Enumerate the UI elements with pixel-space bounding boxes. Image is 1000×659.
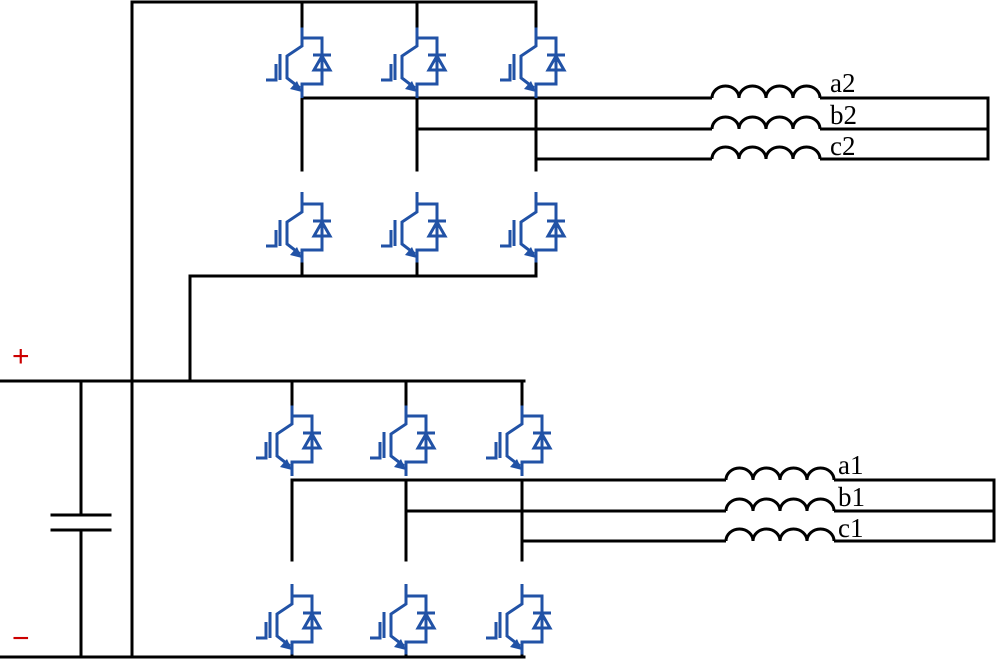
igbt-upper-inverter-high-b2	[381, 26, 448, 98]
minus-sign: −	[12, 622, 30, 655]
upper-windings	[710, 84, 822, 161]
igbt-upper-inverter-high-c2	[500, 26, 567, 98]
igbt-lower-inverter-high-a1	[256, 404, 323, 476]
label-b2: b2	[830, 100, 857, 130]
label-b1: b1	[838, 482, 865, 512]
lower-inverter-legs	[290, 478, 996, 562]
igbt-lower-inverter-low-c1	[486, 584, 553, 656]
plus-sign: +	[12, 340, 30, 373]
upper-negative-bus	[188, 274, 538, 383]
igbt-upper-inverter-low-a2	[266, 192, 333, 264]
igbt-lower-inverter-low-b1	[370, 584, 437, 656]
inductor-b1	[724, 497, 836, 513]
igbt-lower-inverter-high-b1	[370, 404, 437, 476]
dc-link-capacitor	[50, 379, 112, 659]
inductor-c2	[710, 145, 822, 161]
switch-array	[256, 0, 567, 659]
dc-bus: + −	[0, 0, 538, 659]
upper-inverter-legs	[300, 96, 990, 172]
phase-labels: a2 b2 c2 a1 b1 c1	[830, 68, 865, 543]
igbt-lower-inverter-high-c1	[486, 404, 553, 476]
inductor-c1	[724, 527, 836, 543]
label-c2: c2	[830, 131, 855, 161]
lower-windings	[724, 466, 836, 543]
inductor-a1	[724, 466, 836, 482]
inductor-b2	[710, 115, 822, 131]
igbt-upper-inverter-low-c2	[500, 192, 567, 264]
igbt-upper-inverter-high-a2	[266, 26, 333, 98]
label-c1: c1	[838, 513, 863, 543]
inductor-a2	[710, 84, 822, 100]
igbt-upper-inverter-low-b2	[381, 192, 448, 264]
device-bus-stubs	[290, 0, 538, 659]
label-a2: a2	[830, 68, 855, 98]
label-a1: a1	[838, 450, 863, 480]
igbt-lower-inverter-low-a1	[256, 584, 323, 656]
